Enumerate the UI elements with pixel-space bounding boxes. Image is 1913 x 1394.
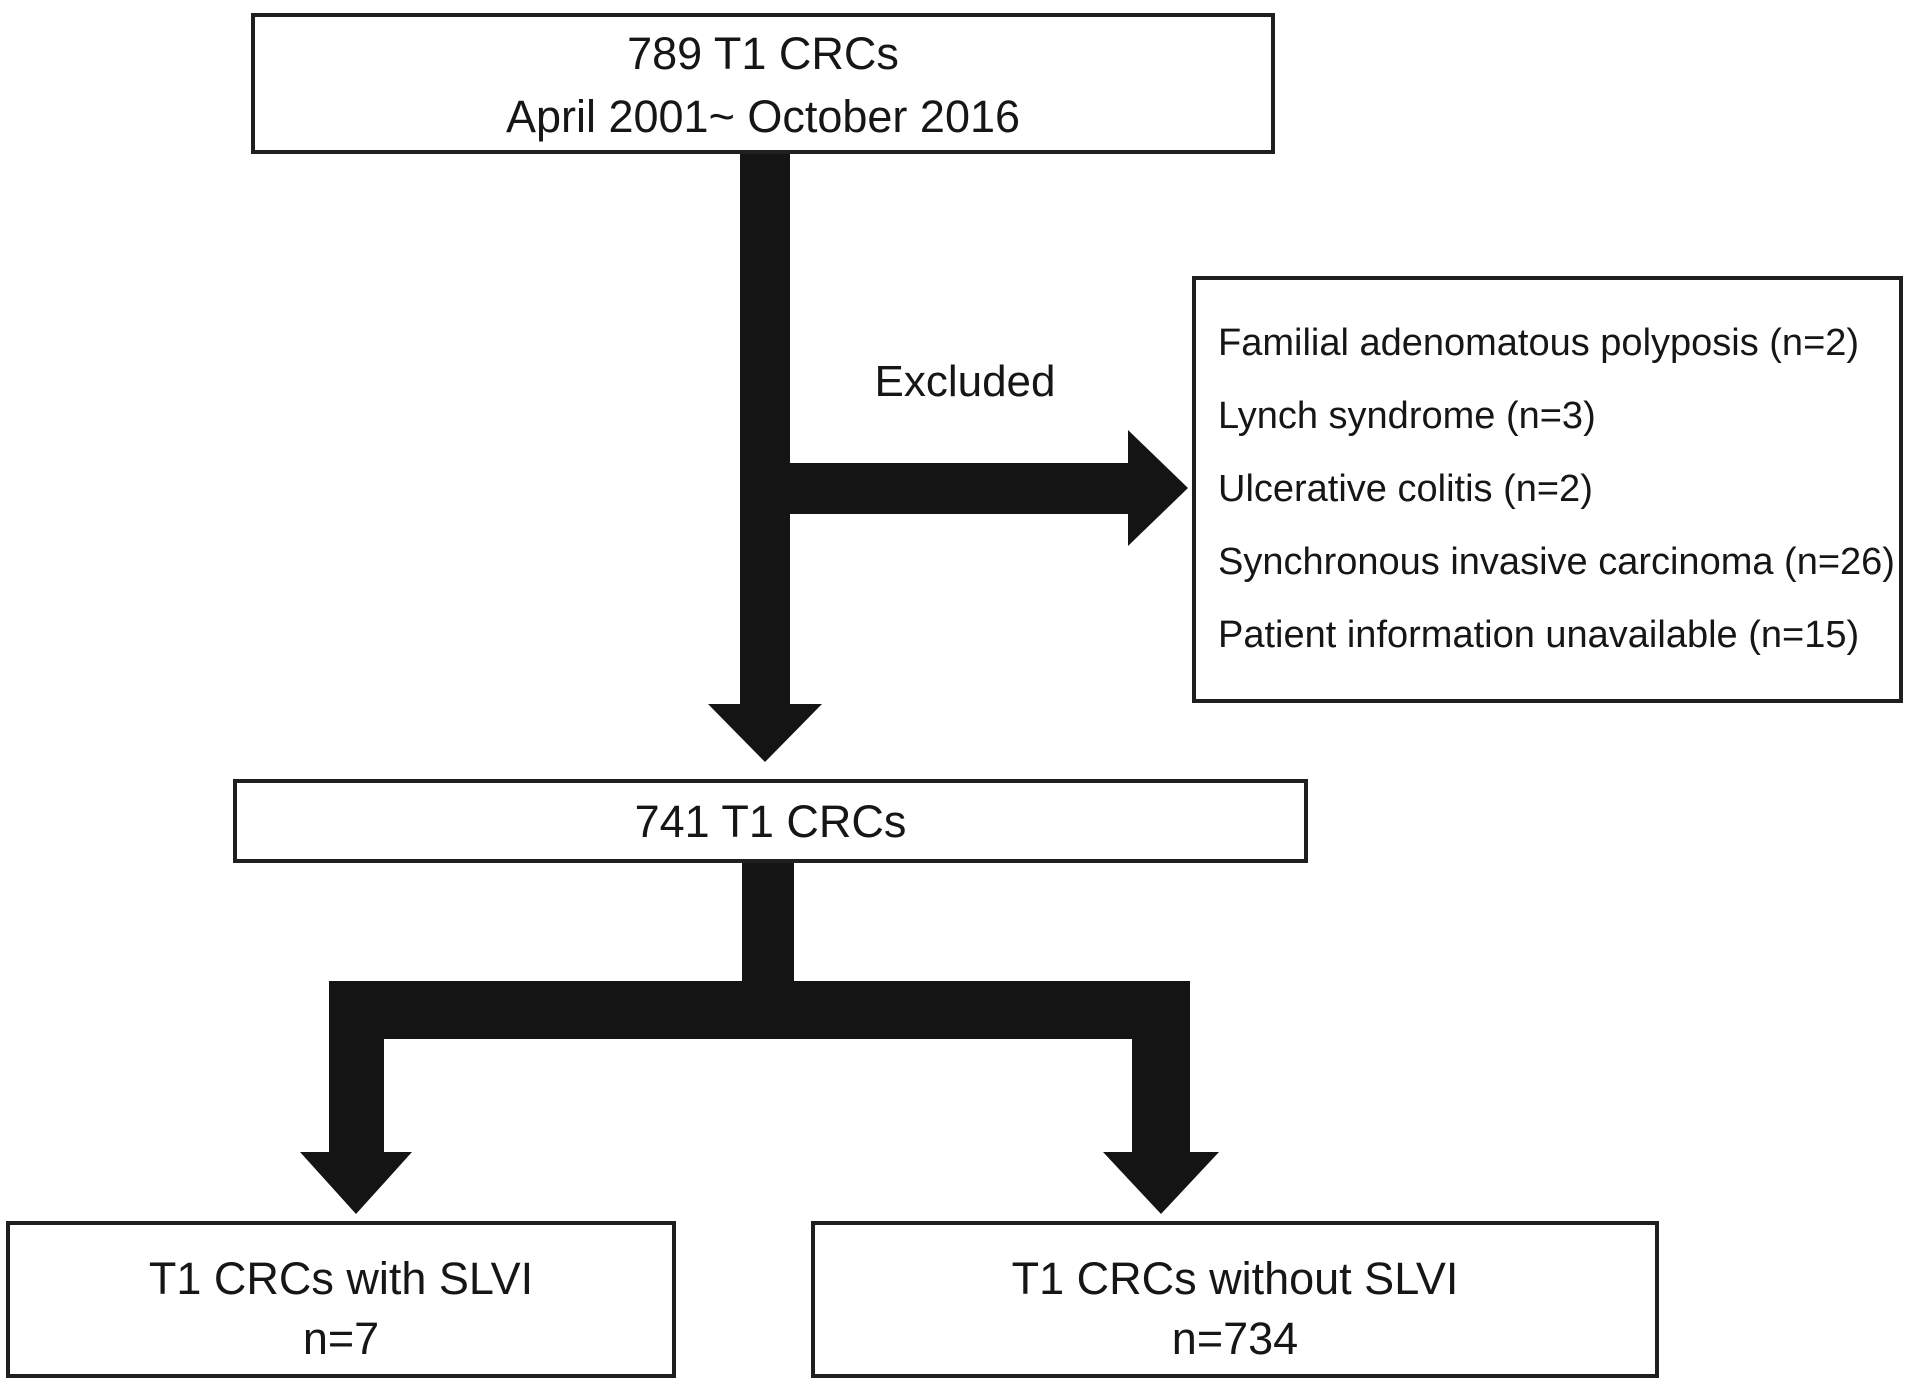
split-connector [300,862,1219,1214]
arrow-excluded-branch [765,430,1188,546]
arrowhead-down-right-icon [1103,1152,1219,1214]
arrowhead-down-left-icon [300,1152,412,1214]
without-slvi-title: T1 CRCs without SLVI [1011,1252,1459,1304]
exclusion-criteria-box: Familial adenomatous polyposis (n=2) Lyn… [1192,276,1903,703]
arrow-shaft [740,152,790,706]
arrowhead-down-icon [708,704,822,762]
without-slvi-count: n=734 [1171,1312,1299,1364]
with-slvi-title: T1 CRCs with SLVI [148,1252,534,1304]
arrowhead-right-icon [1128,430,1188,546]
exclusion-item: Lynch syndrome (n=3) [1218,395,1596,437]
initial-cohort-count: 789 T1 CRCs [627,27,899,79]
initial-cohort-box: 789 T1 CRCs April 2001~ October 2016 [251,13,1275,154]
exclusion-item: Familial adenomatous polyposis (n=2) [1218,322,1860,364]
split-crossbar [329,981,1190,1039]
arrow-shaft [765,463,1128,514]
after-exclusion-box: 741 T1 CRCs [233,779,1308,863]
without-slvi-box: T1 CRCs without SLVI n=734 [811,1221,1659,1378]
left-branch-shaft [329,1039,384,1154]
with-slvi-count: n=7 [302,1312,380,1364]
with-slvi-box: T1 CRCs with SLVI n=7 [6,1221,676,1378]
initial-cohort-period: April 2001~ October 2016 [505,90,1021,142]
right-branch-shaft [1132,1039,1190,1154]
excluded-label: Excluded [874,357,1056,406]
after-exclusion-count: 741 T1 CRCs [634,795,907,847]
split-stem [742,862,794,983]
arrow-initial-to-after [708,152,822,762]
exclusion-item: Ulcerative colitis (n=2) [1218,468,1593,510]
exclusion-item: Patient information unavailable (n=15) [1218,614,1860,656]
exclusion-item: Synchronous invasive carcinoma (n=26) [1218,541,1895,583]
